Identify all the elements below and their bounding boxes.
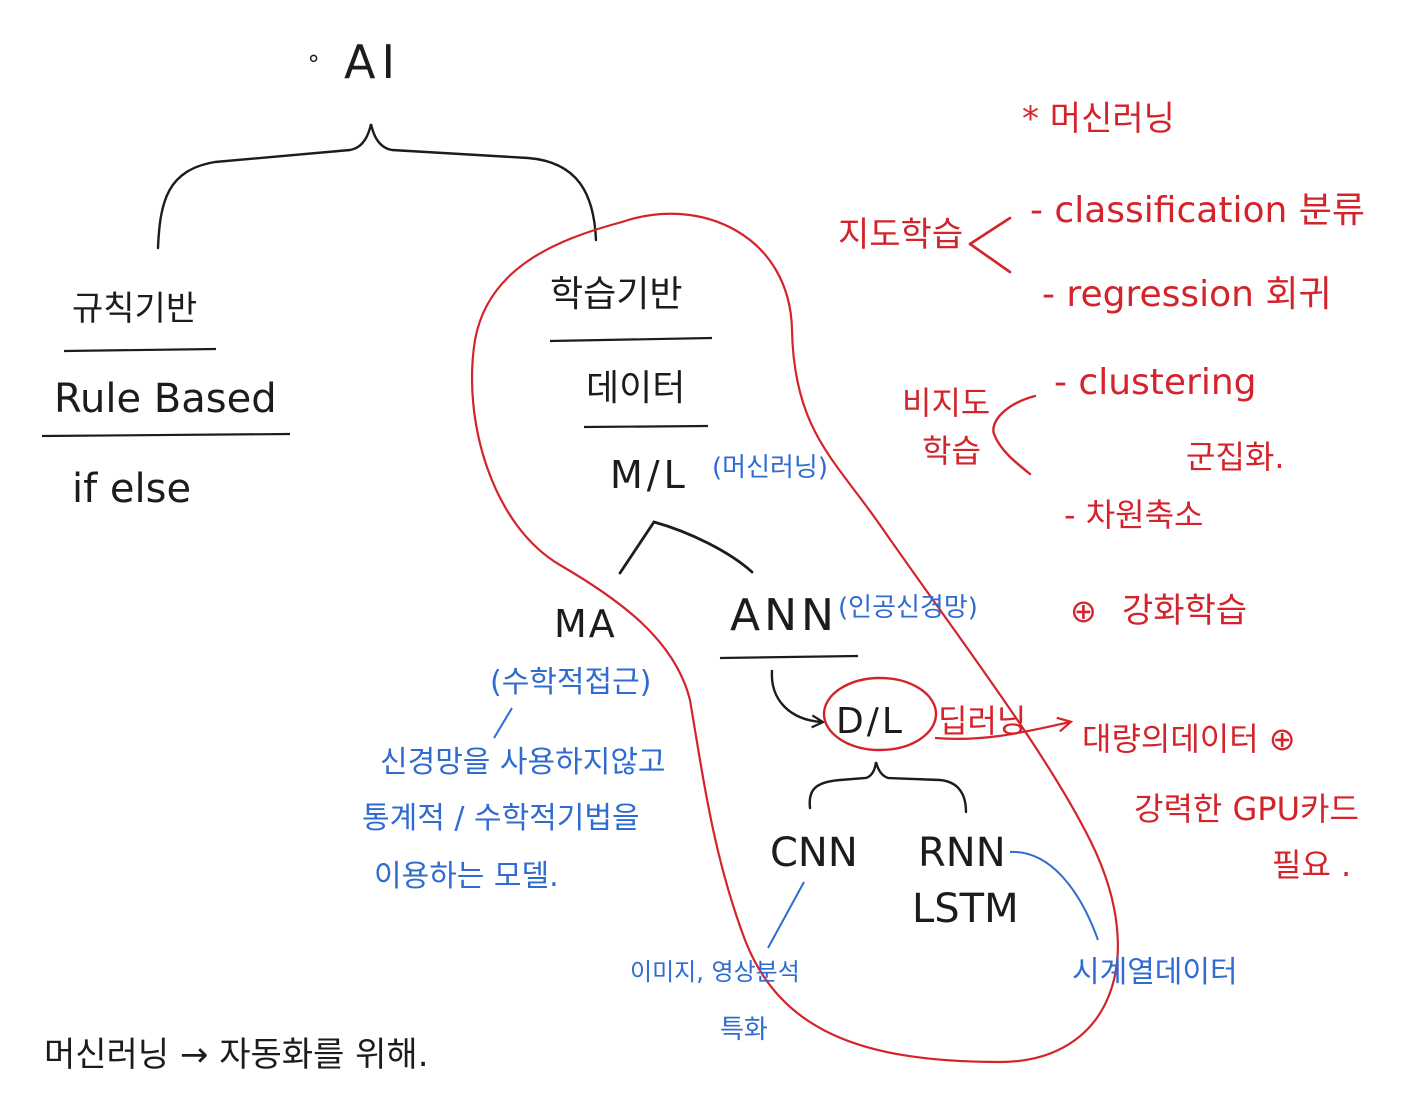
footer-text: 머신러닝 → 자동화를 위해. [44, 1035, 429, 1075]
ml-note: (머신러닝) [712, 453, 828, 483]
unsupervised-item: - clustering [1054, 362, 1257, 403]
dl-highlight-circle [822, 676, 938, 752]
divider [549, 336, 713, 343]
supervised-item: - classification 분류 [1030, 190, 1365, 231]
ai-brace [156, 123, 598, 250]
divider [41, 432, 291, 438]
supervised-label: 지도학습 [838, 215, 963, 255]
dl-requirement-line: 필요 . [1272, 846, 1351, 884]
ml-split-line [618, 520, 754, 575]
ma-description-line: 신경망을 사용하지않고 [380, 745, 666, 780]
rule-based-korean: 규칙기반 [72, 289, 197, 329]
rnn-note: 시계열데이터 [1072, 955, 1238, 990]
ml-types-title: * 머신러닝 [1022, 99, 1175, 139]
ml-label: M/L [610, 453, 689, 497]
unsupervised-item: 군집화. [1186, 438, 1285, 476]
unsupervised-label: 비지도 [902, 384, 990, 422]
ann-label: ANN [730, 590, 838, 641]
dl-brace [808, 761, 968, 814]
data-label: 데이터 [586, 368, 685, 409]
rnn-connector [1009, 850, 1099, 941]
unsupervised-label: 학습 [922, 432, 981, 470]
ma-description-line: 통계적 / 수학적기법을 [362, 801, 640, 836]
dl-requirement-line: 강력한 GPU카드 [1134, 790, 1359, 828]
supervised-item: - regression 회귀 [1042, 274, 1332, 315]
unsupervised-item: - 차원축소 [1064, 496, 1203, 534]
reinforcement-label: 강화학습 [1122, 591, 1247, 631]
ma-description-line: 이용하는 모델. [374, 859, 559, 894]
cnn-label: CNN [770, 830, 858, 876]
ann-note: (인공신경망) [838, 593, 978, 623]
cnn-note: 이미지, 영상분석 [630, 958, 800, 986]
ma-note: (수학적접근) [490, 665, 651, 700]
ma-connector [493, 707, 513, 739]
divider [63, 347, 217, 353]
ai-bullet: ∘ [306, 44, 321, 72]
divider [719, 654, 859, 660]
rnn-label: RNN [918, 830, 1006, 876]
supervised-bracket [968, 216, 1012, 274]
learning-based-korean: 학습기반 [550, 274, 682, 315]
divider [583, 424, 709, 429]
dl-requirement-line: 대량의데이터 ⊕ [1082, 720, 1296, 758]
rule-based-detail: if else [72, 466, 191, 512]
lstm-label: LSTM [912, 886, 1019, 932]
dl-requirement-arrow [934, 722, 1070, 740]
ann-to-dl-arrow [770, 669, 822, 722]
rule-based-english: Rule Based [54, 376, 277, 422]
cnn-connector [767, 881, 805, 949]
reinforcement-symbol: ⊕ [1070, 592, 1097, 630]
unsupervised-bracket [992, 394, 1037, 476]
ml-scope-loop [471, 212, 1119, 1064]
dl-label: D/L [836, 701, 905, 742]
ma-label: MA [554, 602, 617, 646]
ai-title: AI [344, 35, 401, 89]
cnn-note: 특화 [720, 1015, 768, 1045]
